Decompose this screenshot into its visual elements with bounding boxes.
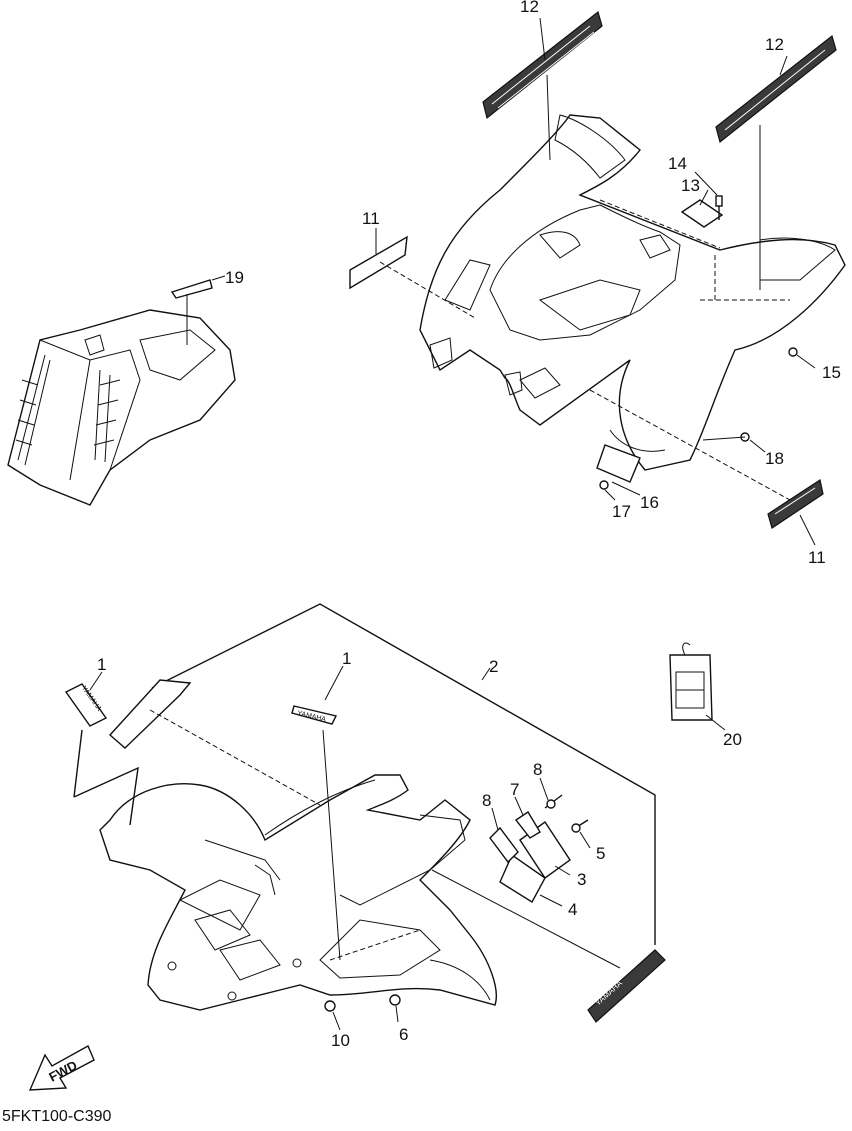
front-panel-assembly <box>7 309 236 506</box>
decal-front-side <box>108 679 192 749</box>
label-13: 13 <box>681 176 700 195</box>
label-6: 6 <box>399 1025 408 1044</box>
label-9: 8 <box>533 760 542 779</box>
plate-4 <box>499 853 546 903</box>
leader-1a <box>89 671 103 691</box>
label-11a: 11 <box>362 209 380 228</box>
label-14: 14 <box>668 154 687 173</box>
decal-12-right <box>715 34 837 144</box>
decal-1-center: YAMAHA <box>291 705 338 725</box>
tag-20 <box>669 642 726 731</box>
screw-17 <box>599 480 609 490</box>
label-2: 2 <box>489 657 498 676</box>
rear-fender-assembly <box>419 114 846 471</box>
svg-text:FWD: FWD <box>46 1058 79 1085</box>
grommet-15 <box>788 347 798 357</box>
label-7: 7 <box>510 780 519 799</box>
grommet-6 <box>389 994 401 1006</box>
label-20: 20 <box>723 730 742 749</box>
label-8b: 8 <box>482 791 491 810</box>
decal-11-right <box>767 479 824 529</box>
plate-8 <box>489 826 519 864</box>
fwd-arrow-icon: FWD <box>28 1045 95 1091</box>
label-1a: 1 <box>97 655 106 674</box>
drawing-code: 5FKT100-C390 <box>2 1108 112 1125</box>
leader-2 <box>481 667 491 681</box>
label-3: 3 <box>577 870 586 889</box>
leader-1c <box>322 729 341 961</box>
screw-9 <box>544 794 563 809</box>
plate-13 <box>680 199 724 228</box>
dash-front <box>149 709 321 806</box>
decal-yamaha-rear: YAMAHA <box>587 949 666 1023</box>
label-18: 18 <box>765 449 784 468</box>
leader-decal-rear <box>431 869 621 969</box>
leader-lines-top <box>375 17 816 546</box>
label-10: 10 <box>331 1031 350 1050</box>
bolt-14 <box>715 195 723 220</box>
plate-16 <box>596 444 641 483</box>
label-17: 17 <box>612 502 631 521</box>
label-16: 16 <box>640 493 659 512</box>
screw-5 <box>571 819 589 833</box>
label-15: 15 <box>822 363 841 382</box>
plate-7 <box>514 811 541 839</box>
leader-1b <box>324 665 344 701</box>
label-12b: 12 <box>765 35 784 54</box>
callout-labels: 12 12 14 13 11 19 15 18 16 17 11 1 1 2 2… <box>97 0 841 1050</box>
leader-19 <box>211 275 226 281</box>
grommet-10 <box>324 1000 336 1012</box>
decal-11-left <box>349 235 408 290</box>
label-5: 5 <box>596 844 605 863</box>
label-19: 19 <box>225 268 244 287</box>
decal-1-left: YAMAHA <box>64 683 108 727</box>
label-1b: 1 <box>342 649 351 668</box>
label-4: 4 <box>568 900 577 919</box>
decal-19 <box>170 279 213 299</box>
leader-lines-bottom <box>332 777 591 1031</box>
label-11b: 11 <box>808 548 826 567</box>
decal-12-left <box>482 10 603 120</box>
decal-set-2-outline <box>73 603 656 945</box>
front-fender-assembly <box>99 774 497 1011</box>
label-12a: 12 <box>520 0 539 16</box>
